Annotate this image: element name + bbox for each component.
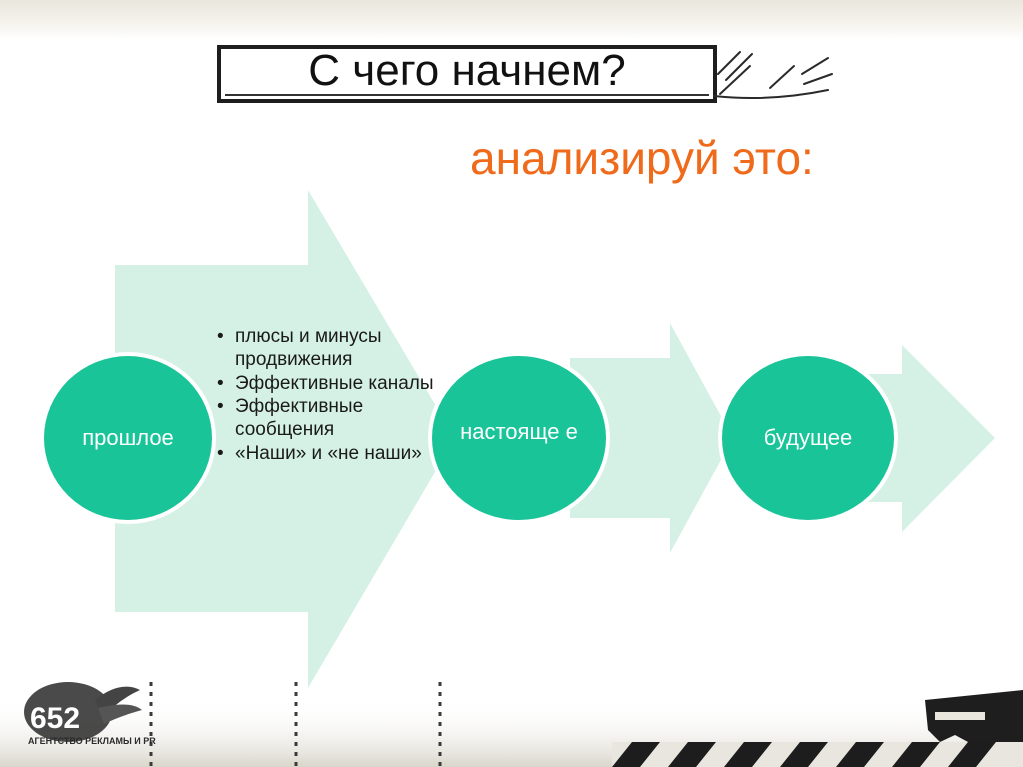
title-frame: С чего начнем? (217, 45, 717, 103)
step-present-circle: настояще е (428, 352, 610, 524)
step-past-circle: прошлое (40, 352, 216, 524)
dotted-lines (149, 682, 442, 767)
step-present-label: настояще е (460, 419, 578, 445)
slide-title: С чего начнем? (308, 46, 626, 95)
step-future-label: будущее (763, 425, 853, 451)
agency-logo-icon (24, 682, 142, 742)
scribble-lines-icon (713, 51, 833, 99)
past-bullet-list: плюсы и минусы продвижения Эффективные к… (215, 326, 435, 467)
slide-subtitle: анализируй это: (470, 132, 814, 184)
logo-number: 652 (30, 702, 80, 735)
hazard-stripes-icon (612, 742, 1023, 767)
bullet-item: Эффективные каналы (217, 373, 435, 396)
arrow-future (862, 345, 995, 532)
step-past-label: прошлое (82, 425, 174, 451)
logo-caption: АГЕНТСТВО РЕКЛАМЫ И PR (28, 736, 156, 746)
step-future-circle: будущее (718, 352, 898, 524)
bullet-item: Эффективные сообщения (217, 396, 435, 442)
bullet-item: «Наши» и «не наши» (217, 443, 435, 466)
top-texture-band (0, 0, 1023, 40)
arrow-present (570, 323, 733, 553)
grunge-block (925, 690, 1023, 742)
bullet-item: плюсы и минусы продвижения (217, 326, 435, 372)
